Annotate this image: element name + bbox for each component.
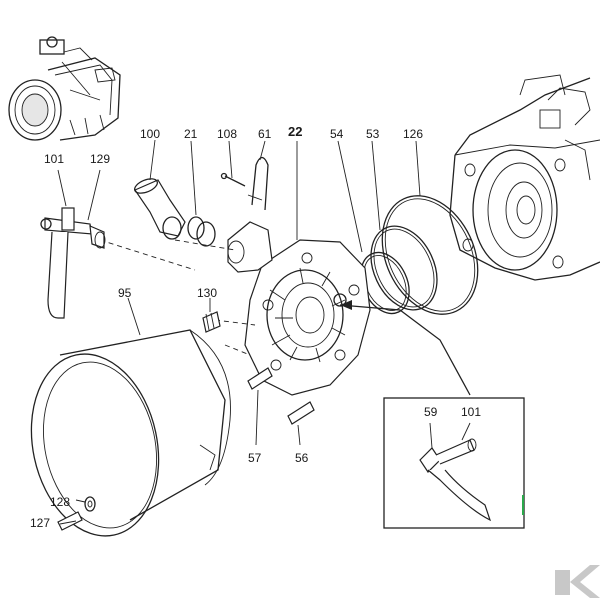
label-part-59: 59 <box>424 405 438 419</box>
label-part-95: 95 <box>118 286 132 300</box>
detail-inset <box>383 397 525 529</box>
label-part-53: 53 <box>366 127 380 141</box>
clip <box>247 140 269 211</box>
screws <box>247 367 315 446</box>
label-part-56: 56 <box>295 451 309 465</box>
label-part-130: 130 <box>197 286 218 300</box>
assembled-unit-thumbnail <box>8 36 121 141</box>
label-part-127: 127 <box>30 516 51 530</box>
plug <box>202 298 221 333</box>
pin <box>220 140 246 187</box>
k-logo-watermark <box>555 565 600 598</box>
label-part-57: 57 <box>248 451 262 465</box>
valve-assembly <box>40 169 106 319</box>
cover-plate <box>227 221 371 396</box>
label-part-54: 54 <box>330 127 344 141</box>
o-rings <box>360 195 479 315</box>
pump-housing <box>449 74 600 281</box>
label-part-128: 128 <box>50 495 71 509</box>
label-part-61: 61 <box>258 127 272 141</box>
label-part-21: 21 <box>184 127 198 141</box>
bowl <box>30 297 231 537</box>
small-o-rings <box>187 140 216 247</box>
label-part-108: 108 <box>217 127 238 141</box>
label-part-101-inset: 101 <box>461 405 482 419</box>
elbow-fitting <box>133 139 186 240</box>
label-part-126: 126 <box>403 127 424 141</box>
label-part-101-top: 101 <box>44 152 65 166</box>
label-part-100: 100 <box>140 127 161 141</box>
label-part-129: 129 <box>90 152 111 166</box>
label-part-22: 22 <box>288 124 303 139</box>
bottom-screw-washer <box>57 496 96 531</box>
